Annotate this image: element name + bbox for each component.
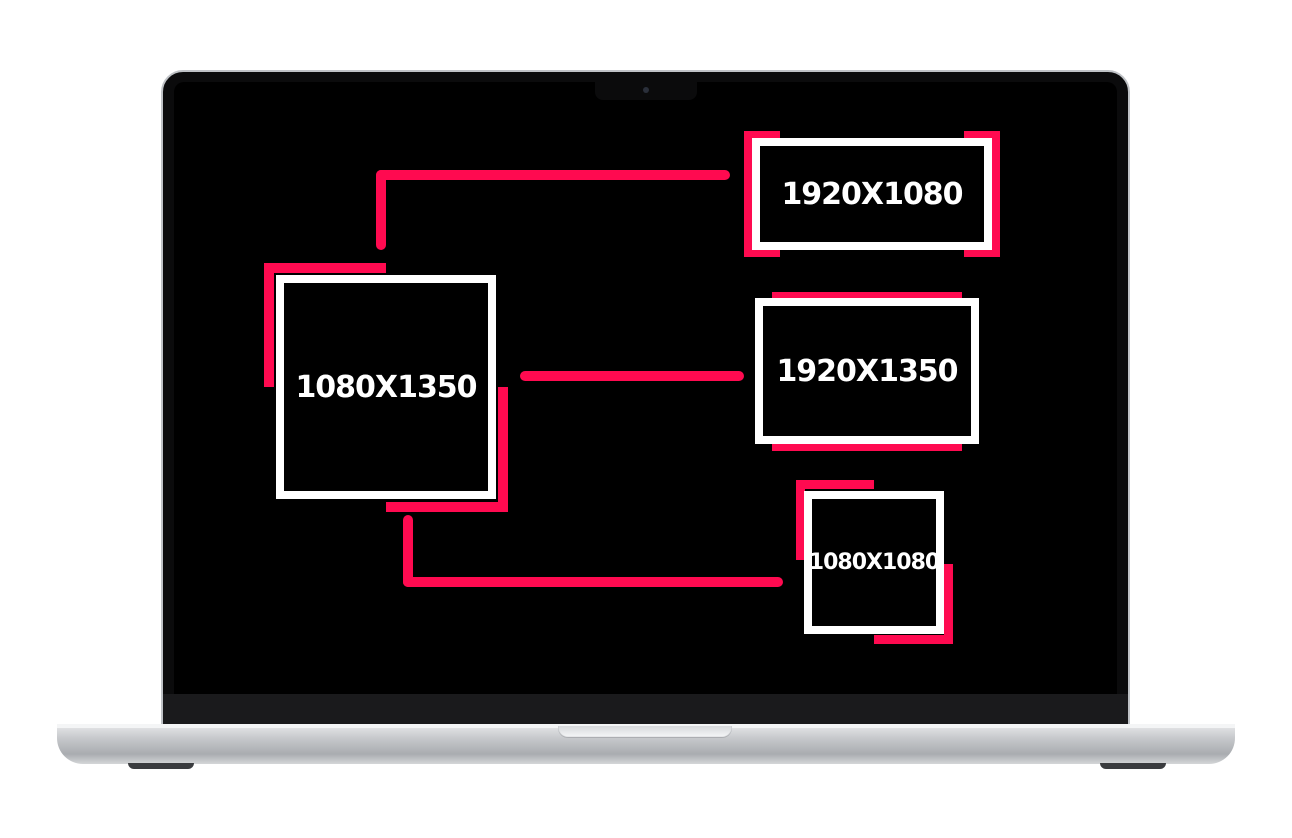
- target-format-box-1: 1920X1080: [752, 138, 992, 250]
- target-format-box-2: 1920X1350: [755, 298, 979, 444]
- laptop-foot-right: [1100, 763, 1166, 769]
- target-1-accent-right: [992, 131, 1000, 257]
- target-1-accent-bottom-right-h: [964, 249, 1000, 257]
- source-format-label: 1080X1350: [295, 369, 477, 405]
- target-format-label-1: 1920X1080: [781, 176, 963, 212]
- target-3-accent-bottom: [874, 635, 953, 644]
- connector-top-horizontal: [376, 170, 730, 180]
- source-format-box: 1080X1350: [276, 275, 496, 499]
- connector-top-vertical: [376, 170, 386, 250]
- target-format-label-3: 1080X1080: [808, 550, 940, 575]
- target-1-accent-bottom-left-h: [744, 249, 780, 257]
- target-1-accent-top-right-h: [964, 131, 1000, 139]
- target-1-accent-left: [744, 131, 752, 257]
- source-accent-right: [498, 387, 508, 512]
- target-3-accent-left: [796, 480, 805, 560]
- connector-bottom-vertical: [403, 515, 413, 587]
- laptop-foot-left: [128, 763, 194, 769]
- screen-bottom-bezel: [163, 694, 1128, 724]
- target-format-box-3: 1080X1080: [804, 491, 944, 634]
- target-2-accent-top: [772, 292, 962, 299]
- source-accent-bottom: [386, 502, 508, 512]
- connector-bottom-horizontal: [403, 577, 783, 587]
- target-1-accent-top-left-h: [744, 131, 780, 139]
- target-format-label-2: 1920X1350: [776, 353, 958, 389]
- connector-middle-horizontal: [520, 371, 744, 381]
- source-accent-left: [264, 263, 274, 387]
- source-accent-top: [264, 263, 386, 273]
- target-3-accent-right: [944, 564, 953, 644]
- lid-opening-notch: [558, 726, 732, 738]
- target-3-accent-top: [796, 480, 874, 489]
- target-2-accent-bottom: [772, 444, 962, 451]
- camera-icon: [643, 87, 649, 93]
